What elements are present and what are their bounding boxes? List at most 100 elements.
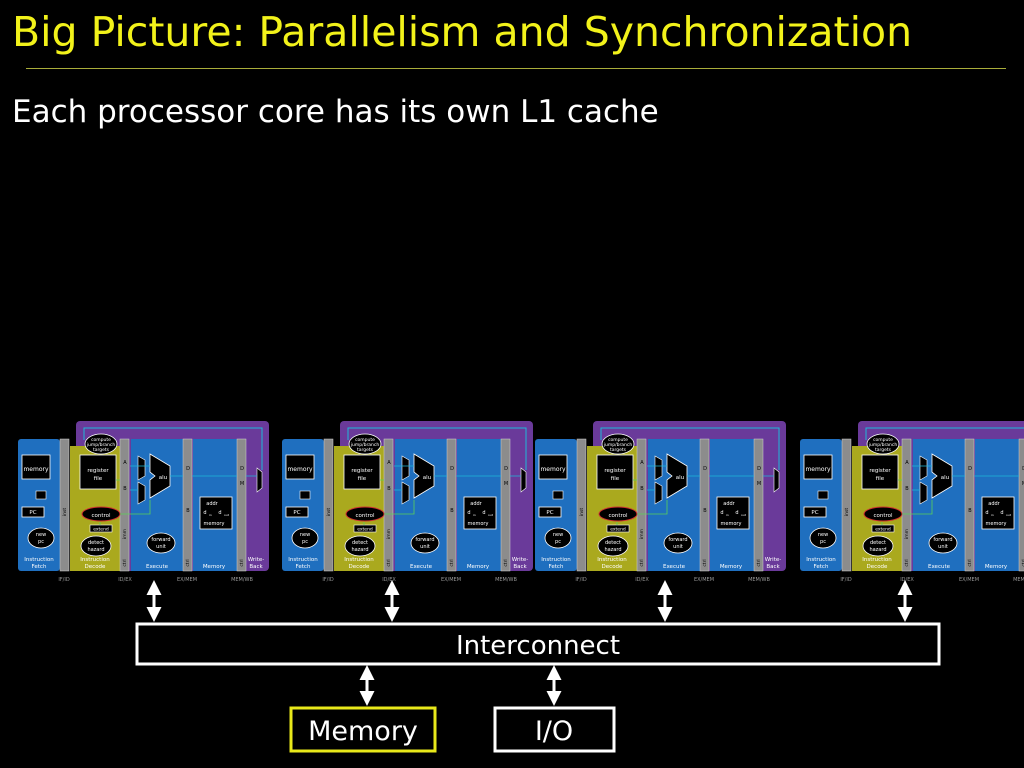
data-memory-label: d — [720, 510, 723, 516]
inst-label: inst — [326, 508, 332, 516]
control-label: control — [608, 513, 628, 519]
imm-label: imm — [122, 529, 128, 539]
register-file-label: register — [604, 468, 626, 474]
stage-decode-label: Instruction — [862, 557, 892, 563]
ex-mem-reg — [182, 438, 193, 572]
new-pc-node — [809, 527, 837, 549]
detect-hazard-node — [80, 535, 112, 557]
register-file-label: file — [358, 476, 367, 482]
imm-label: imm — [904, 529, 910, 539]
pipeline-reg-label: IF/ID — [840, 577, 852, 583]
memory-label: Memory — [308, 716, 418, 747]
instruction-memory-block — [21, 454, 51, 480]
compute-targets-node — [601, 433, 635, 455]
ctrl-label: ctrl — [239, 559, 245, 566]
instruction-memory-block — [538, 454, 568, 480]
register-file-block — [861, 454, 899, 490]
pipeline-reg-label: MEM/WB — [748, 577, 770, 583]
pipeline-reg-label: ID/EX — [382, 577, 396, 583]
ctrl-label: ctrl — [1021, 559, 1024, 566]
bullet-text: Each processor core has its own L1 cache — [12, 94, 659, 130]
stage-fetch-label: Instruction — [24, 557, 54, 563]
data-memory-block — [199, 496, 233, 530]
detect-hazard-label: detect — [352, 540, 368, 546]
control-wire — [99, 479, 151, 525]
reg-a-label: A — [387, 460, 391, 466]
if-id-reg — [59, 438, 70, 572]
reg-a-label: A — [123, 460, 127, 466]
new-pc-label: pc — [820, 539, 826, 545]
pc-register — [803, 506, 827, 518]
reg-m-label: M — [1022, 481, 1024, 487]
detect-hazard-label: detect — [88, 540, 104, 546]
control-label: control — [355, 513, 375, 519]
stage-fetch-label: Fetch — [32, 564, 47, 570]
compute-targets-node — [84, 433, 118, 455]
new-pc-node — [291, 527, 319, 549]
data-memory-label: out — [488, 513, 494, 517]
forward-unit-label: forward — [151, 537, 170, 543]
detect-hazard-label: detect — [870, 540, 886, 546]
if-id-reg — [576, 438, 587, 572]
control-label: control — [91, 513, 111, 519]
extend-block — [89, 524, 113, 533]
datapath-wire — [130, 465, 257, 491]
branch-wire — [865, 427, 1024, 440]
pipeline-reg-label: EX/MEM — [959, 577, 979, 583]
alu-label: alu — [941, 475, 949, 481]
detect-hazard-label: hazard — [604, 547, 621, 553]
stage-decode-label: Decode — [349, 564, 370, 570]
extend-block — [353, 524, 377, 533]
compute-label: jump/branch — [86, 442, 116, 448]
alu-mux-a — [919, 455, 928, 481]
reg-m-label: M — [757, 481, 761, 487]
reg-d-label: D — [240, 466, 244, 472]
interconnect-bus: Interconnect — [135, 622, 941, 666]
io-label: I/O — [535, 716, 573, 747]
data-memory-label: addr — [470, 501, 482, 507]
instruction-memory-block — [285, 454, 315, 480]
pc-label: PC — [546, 510, 553, 516]
pipeline-reg-label: ID/EX — [635, 577, 649, 583]
compute-label: targets — [610, 447, 627, 453]
new-pc-label: pc — [38, 539, 44, 545]
id-ex-reg — [119, 438, 130, 572]
forward-unit-label: forward — [415, 537, 434, 543]
stage-decode-label: Instruction — [344, 557, 374, 563]
reg-m-label: M — [240, 481, 244, 487]
mem-wb-reg — [500, 438, 511, 572]
data-memory-block — [981, 496, 1015, 530]
reg-b-label: B — [640, 486, 644, 492]
writeback-mux — [520, 467, 527, 493]
id-ex-reg — [636, 438, 647, 572]
reg-d-label: D — [186, 466, 190, 472]
pc-label: PC — [293, 510, 300, 516]
compute-label: jump/branch — [350, 442, 380, 448]
forward-unit-node — [410, 532, 440, 554]
detect-hazard-label: hazard — [87, 547, 104, 553]
data-memory-label: addr — [988, 501, 1000, 507]
data-memory-label: in — [473, 513, 476, 517]
ctrl-label: ctrl — [756, 559, 762, 566]
stage-fetch-label: Instruction — [541, 557, 571, 563]
writeback-mux — [256, 467, 263, 493]
data-memory-label: addr — [206, 501, 218, 507]
compute-targets-node — [348, 433, 382, 455]
ctrl-label: ctrl — [449, 559, 455, 566]
pipeline-reg-label: IF/ID — [58, 577, 70, 583]
new-pc-label: new — [553, 532, 563, 538]
ctrl-label: ctrl — [904, 559, 910, 566]
datapath-wire — [647, 465, 774, 491]
datapath-wire — [394, 465, 521, 491]
data-memory-label: d — [1000, 510, 1003, 516]
stage-execute-label: Execute — [928, 564, 951, 570]
data-memory-label: memory — [721, 521, 742, 527]
ctrl-label: ctrl — [503, 559, 509, 566]
pipeline-reg-label: EX/MEM — [177, 577, 197, 583]
pipeline-reg-label: ID/EX — [900, 577, 914, 583]
data-memory-label: d — [735, 510, 738, 516]
data-memory-label: in — [726, 513, 729, 517]
stage-decode-label: Decode — [602, 564, 623, 570]
stage-fetch-label: Fetch — [296, 564, 311, 570]
